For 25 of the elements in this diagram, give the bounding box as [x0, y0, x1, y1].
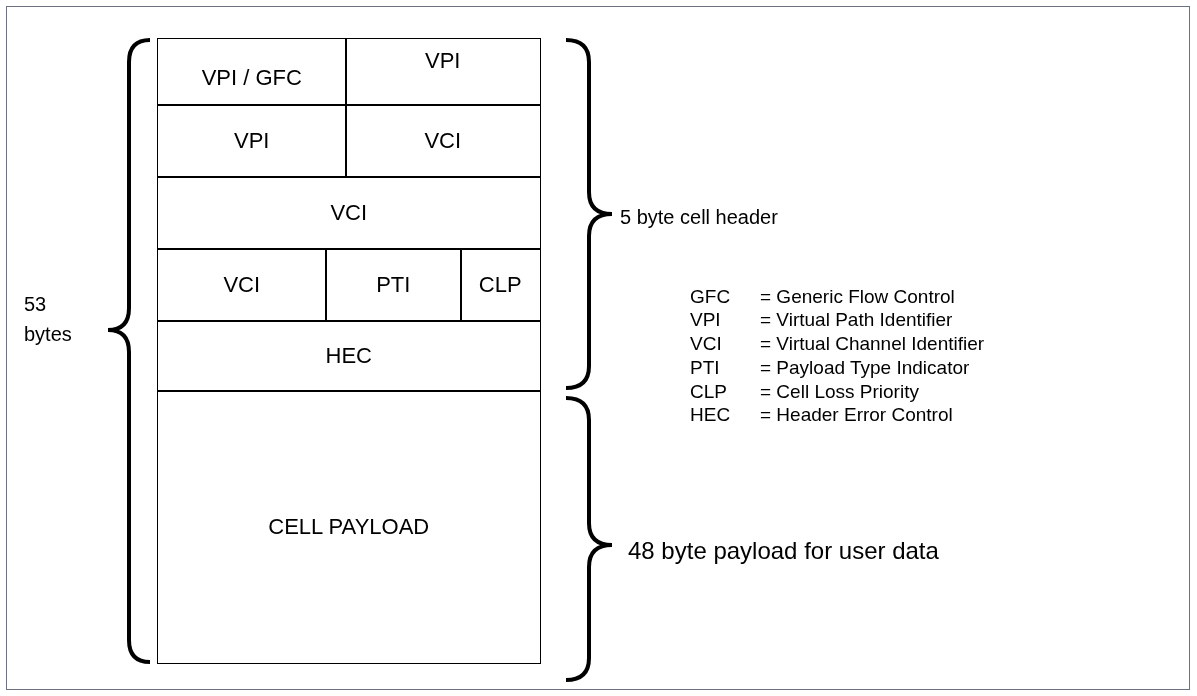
field-cell: PTI [325, 248, 462, 322]
field-cell: VCI [157, 248, 327, 322]
field-cell: CLP [460, 248, 541, 322]
label-text: = Payload Type Indicator [760, 356, 970, 380]
field-cell: CELL PAYLOAD [157, 390, 541, 664]
label-text: HEC [690, 403, 731, 427]
label-text: 5 byte cell header [620, 205, 778, 230]
label-text: VCI [690, 332, 722, 356]
label-text: CLP [690, 380, 727, 404]
label-text: PTI [690, 356, 720, 380]
field-cell: HEC [157, 320, 541, 392]
label-text: = Virtual Path Identifier [760, 308, 953, 332]
label-text: 53 bytes [24, 292, 73, 347]
label-text: = Header Error Control [760, 403, 953, 427]
label-text: = Generic Flow Control [760, 285, 955, 309]
field-cell: VPI [345, 38, 541, 106]
field-cell: VPI [157, 104, 347, 178]
label-text: GFC [690, 285, 731, 309]
label-text: = Virtual Channel Identifier [760, 332, 985, 356]
label-text: VPI [690, 308, 721, 332]
label-text: = Cell Loss Priority [760, 380, 919, 404]
field-cell: VCI [157, 176, 541, 250]
label-text: 48 byte payload for user data [628, 536, 939, 566]
field-cell: VPI / GFC [157, 38, 347, 106]
field-cell: VCI [345, 104, 541, 178]
